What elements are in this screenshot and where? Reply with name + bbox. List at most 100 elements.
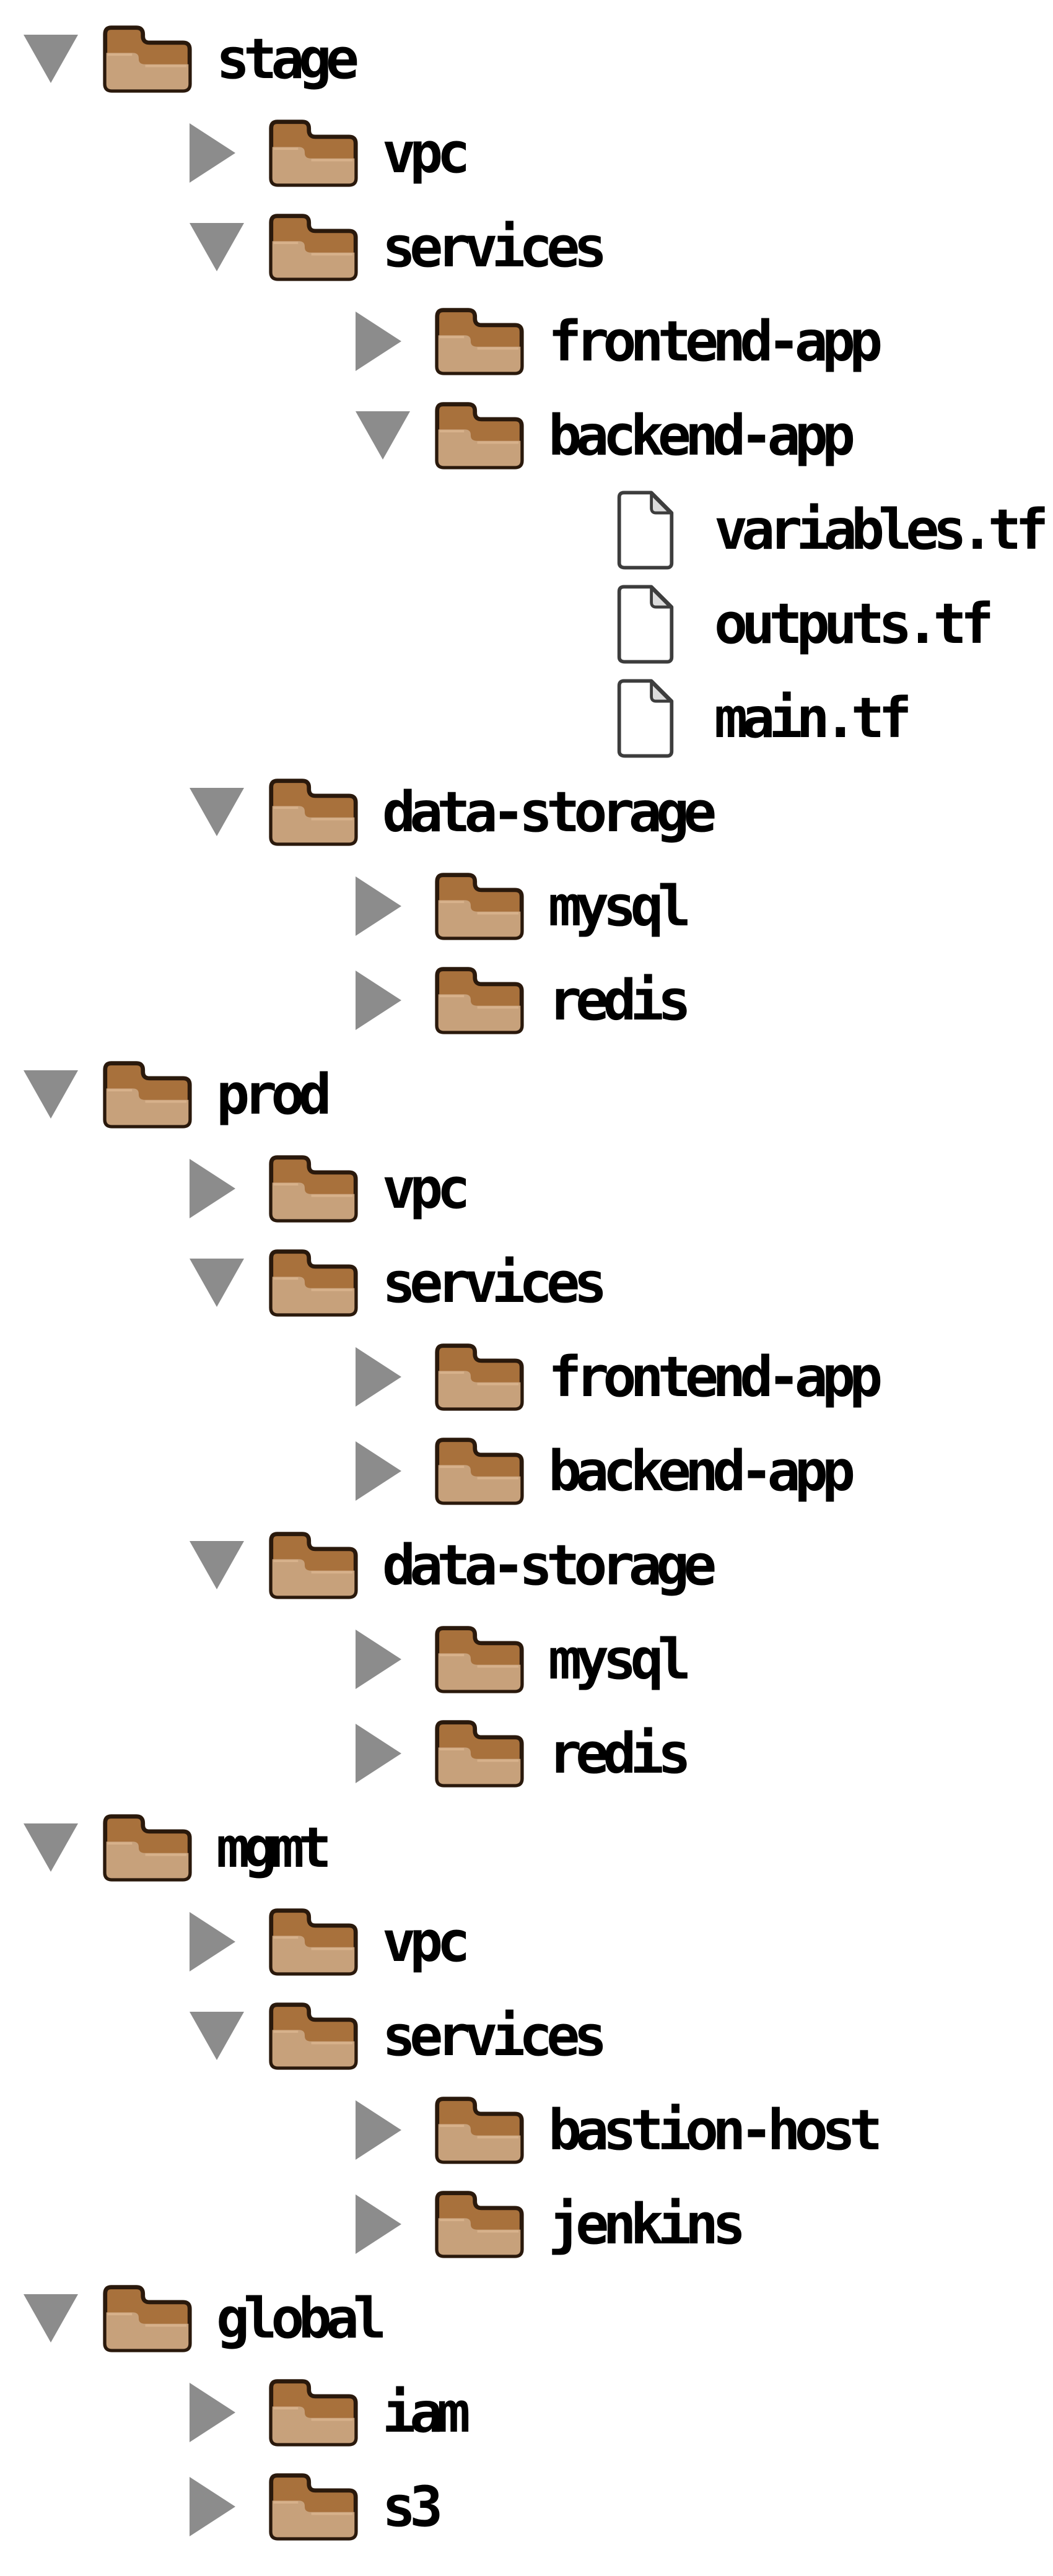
triangle-right-icon[interactable] bbox=[190, 1159, 235, 1218]
triangle-right-icon[interactable] bbox=[356, 1441, 401, 1501]
folder-icon bbox=[431, 2093, 527, 2167]
arrow-slot bbox=[190, 223, 244, 271]
tree-row[interactable]: main.tf bbox=[0, 671, 1053, 765]
triangle-right-icon[interactable] bbox=[356, 1724, 401, 1783]
triangle-down-icon[interactable] bbox=[24, 35, 78, 83]
tree-row[interactable]: jenkins bbox=[0, 2177, 1053, 2271]
arrow-slot bbox=[190, 2012, 244, 2060]
tree-row[interactable]: iam bbox=[0, 2365, 1053, 2460]
node-label: backend-app bbox=[548, 1438, 855, 1504]
node-label: frontend-app bbox=[548, 1344, 883, 1410]
tree-row[interactable]: frontend-app bbox=[0, 1330, 1053, 1424]
node-label: frontend-app bbox=[548, 308, 883, 374]
file-icon bbox=[597, 581, 693, 666]
folder-icon bbox=[431, 1340, 527, 1414]
arrow-slot bbox=[356, 1347, 410, 1407]
arrow-slot bbox=[190, 1912, 244, 1971]
tree-row[interactable]: vpc bbox=[0, 1142, 1053, 1236]
arrow-slot bbox=[190, 2477, 244, 2536]
node-label: jenkins bbox=[548, 2191, 746, 2257]
arrow-slot bbox=[24, 2294, 78, 2342]
folder-icon bbox=[265, 1151, 361, 1226]
arrow-slot bbox=[24, 1070, 78, 1119]
triangle-right-icon[interactable] bbox=[356, 1347, 401, 1407]
arrow-slot bbox=[190, 1259, 244, 1307]
triangle-right-icon[interactable] bbox=[356, 2194, 401, 2254]
arrow-slot bbox=[356, 411, 410, 460]
triangle-down-icon[interactable] bbox=[190, 788, 244, 836]
triangle-right-icon[interactable] bbox=[356, 1630, 401, 1689]
folder-icon bbox=[431, 2187, 527, 2261]
tree-row[interactable]: services bbox=[0, 200, 1053, 294]
tree-row[interactable]: data-storage bbox=[0, 1518, 1053, 1612]
tree-row[interactable]: services bbox=[0, 1989, 1053, 2083]
tree-row[interactable]: mysql bbox=[0, 1612, 1053, 1706]
tree-row[interactable]: redis bbox=[0, 953, 1053, 1047]
arrow-slot bbox=[190, 1159, 244, 1218]
node-label: vpc bbox=[382, 1909, 471, 1975]
node-label: stage bbox=[216, 26, 359, 92]
folder-icon bbox=[265, 1999, 361, 2073]
triangle-right-icon[interactable] bbox=[356, 2100, 401, 2160]
node-label: vpc bbox=[382, 120, 471, 186]
node-label: vpc bbox=[382, 1156, 471, 1221]
tree-row[interactable]: backend-app bbox=[0, 388, 1053, 482]
arrow-slot bbox=[24, 1823, 78, 1872]
tree-row[interactable]: mgmt bbox=[0, 1801, 1053, 1895]
folder-icon bbox=[265, 2375, 361, 2450]
triangle-down-icon[interactable] bbox=[190, 1259, 244, 1307]
triangle-right-icon[interactable] bbox=[190, 2477, 235, 2536]
node-label: data-storage bbox=[382, 1532, 717, 1598]
tree-row[interactable]: data-storage bbox=[0, 765, 1053, 859]
triangle-right-icon[interactable] bbox=[190, 123, 235, 183]
node-label: mgmt bbox=[216, 1815, 332, 1880]
triangle-down-icon[interactable] bbox=[24, 2294, 78, 2342]
triangle-right-icon[interactable] bbox=[356, 971, 401, 1030]
triangle-down-icon[interactable] bbox=[190, 2012, 244, 2060]
tree-row[interactable]: services bbox=[0, 1236, 1053, 1330]
tree-row[interactable]: vpc bbox=[0, 1895, 1053, 1989]
tree-row[interactable]: mysql bbox=[0, 859, 1053, 953]
triangle-down-icon[interactable] bbox=[24, 1823, 78, 1872]
folder-icon bbox=[265, 210, 361, 284]
triangle-down-icon[interactable] bbox=[190, 223, 244, 271]
triangle-down-icon[interactable] bbox=[190, 1541, 244, 1589]
triangle-down-icon[interactable] bbox=[24, 1070, 78, 1119]
arrow-slot bbox=[356, 2100, 410, 2160]
triangle-right-icon[interactable] bbox=[356, 876, 401, 936]
tree-row[interactable]: s3 bbox=[0, 2460, 1053, 2554]
arrow-slot bbox=[190, 2383, 244, 2442]
node-label: prod bbox=[216, 1062, 332, 1127]
tree-row[interactable]: stage bbox=[0, 12, 1053, 106]
node-label: mysql bbox=[548, 873, 691, 939]
folder-icon bbox=[99, 1057, 195, 1132]
folder-icon bbox=[431, 1716, 527, 1791]
arrow-slot bbox=[356, 971, 410, 1030]
folder-icon bbox=[265, 775, 361, 849]
arrow-slot bbox=[190, 1541, 244, 1589]
folder-icon bbox=[265, 1528, 361, 1602]
triangle-right-icon[interactable] bbox=[190, 1912, 235, 1971]
triangle-right-icon[interactable] bbox=[190, 2383, 235, 2442]
triangle-right-icon[interactable] bbox=[356, 312, 401, 371]
arrow-slot bbox=[356, 1630, 410, 1689]
tree-row[interactable]: redis bbox=[0, 1706, 1053, 1801]
node-label: services bbox=[382, 214, 607, 280]
tree-row[interactable]: global bbox=[0, 2271, 1053, 2365]
triangle-down-icon[interactable] bbox=[356, 411, 410, 460]
tree-row[interactable]: backend-app bbox=[0, 1424, 1053, 1518]
tree-row[interactable]: bastion-host bbox=[0, 2083, 1053, 2177]
tree-row[interactable]: outputs.tf bbox=[0, 577, 1053, 671]
folder-icon bbox=[431, 869, 527, 943]
node-label: bastion-host bbox=[548, 2097, 883, 2163]
tree-row[interactable]: vpc bbox=[0, 106, 1053, 200]
folder-icon bbox=[265, 1905, 361, 1979]
file-icon bbox=[597, 675, 693, 761]
folder-icon bbox=[265, 1246, 361, 1320]
tree-row[interactable]: variables.tf bbox=[0, 482, 1053, 577]
tree-row[interactable]: frontend-app bbox=[0, 294, 1053, 388]
arrow-slot bbox=[356, 2194, 410, 2254]
arrow-slot bbox=[190, 123, 244, 183]
tree-row[interactable]: prod bbox=[0, 1047, 1053, 1142]
